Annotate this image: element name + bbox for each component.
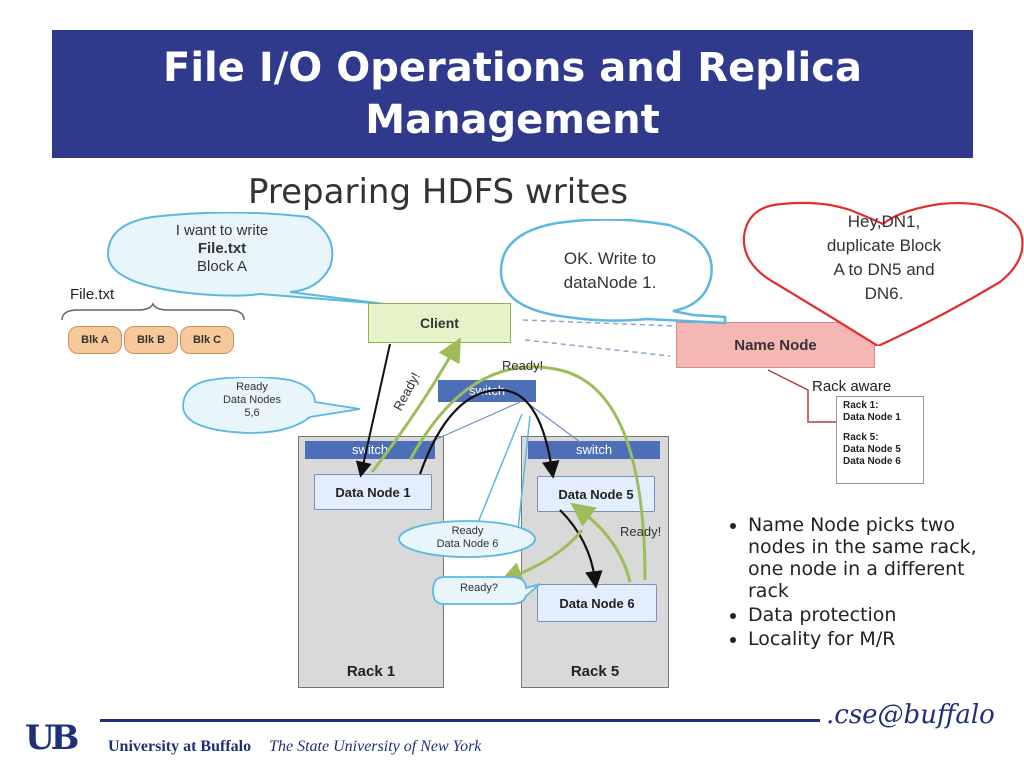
- cse-buffalo-logo: .cse@buffalo: [826, 700, 995, 730]
- want-write-text: I want to write File.txt Block A: [132, 222, 312, 276]
- footer-text: University at Buffalo The State Universi…: [108, 738, 481, 756]
- hey-text: Hey,DN1, duplicate Block A to DN5 and DN…: [790, 210, 978, 306]
- data-node-1: Data Node 1: [314, 474, 432, 510]
- ok-text: OK. Write to dataNode 1.: [520, 247, 700, 295]
- ready-dn-line3: 5,6: [244, 407, 260, 419]
- footer-university: University at Buffalo: [108, 738, 252, 755]
- ready-q-callout: [432, 576, 541, 605]
- ready-dn5-label: Ready!: [620, 524, 662, 539]
- ready-dn6-text: Ready Data Node 6: [405, 525, 530, 551]
- rack-aware-list: Rack 1: Data Node 1 Rack 5: Data Node 5 …: [836, 396, 924, 484]
- data-flow-arrows: [355, 337, 647, 589]
- hey-line4: DN6.: [864, 284, 904, 303]
- rack-aware-r5-title: Rack 5:: [843, 432, 879, 443]
- client-namenode-arrows: [522, 319, 676, 357]
- file-label: File.txt: [70, 286, 115, 303]
- block-b: Blk B: [124, 326, 178, 354]
- ready-dn-line2: Data Nodes: [222, 394, 282, 406]
- hey-heart-callout: [742, 201, 1024, 346]
- rack-aware-r1-node: Data Node 1: [843, 412, 901, 423]
- ub-logo: UB: [25, 718, 79, 758]
- block-a: Blk A: [68, 326, 122, 354]
- switch-rack1: switch: [305, 441, 435, 459]
- bullet-item: Locality for M/R: [748, 628, 998, 650]
- ready-dn6-callout: [398, 520, 536, 558]
- ready-dn6-line2: Data Node 6: [436, 538, 499, 550]
- rack-aware-r1-title: Rack 1:: [843, 400, 879, 411]
- footer-divider: [100, 719, 820, 722]
- client-node: Client: [368, 303, 511, 343]
- rack-aware-r5-node2: Data Node 6: [843, 456, 901, 467]
- want-write-line3: Block A: [196, 258, 248, 275]
- ok-line2: dataNode 1.: [563, 273, 657, 292]
- rack-aware-label: Rack aware: [812, 378, 892, 395]
- rack-aware-connector: [767, 369, 838, 423]
- ok-callout: [499, 219, 727, 325]
- rack-1-label: Rack 1: [346, 663, 396, 680]
- ready-dn6-line1: Ready: [451, 525, 484, 537]
- bullet-list: Name Node picks two nodes in the same ra…: [708, 514, 998, 652]
- ok-line1: OK. Write to: [563, 249, 657, 268]
- rack-aware-r5-node1: Data Node 5: [843, 444, 901, 455]
- want-write-line1: I want to write: [175, 222, 269, 239]
- hey-line1: Hey,DN1,: [847, 212, 921, 231]
- slide-title: File I/O Operations and Replica Manageme…: [163, 45, 862, 143]
- hey-line2: duplicate Block: [826, 236, 942, 255]
- title-bar: File I/O Operations and Replica Manageme…: [52, 30, 973, 158]
- data-node-6: Data Node 6: [537, 584, 657, 622]
- want-write-line2: File.txt: [197, 240, 247, 257]
- name-node: Name Node: [676, 322, 875, 368]
- ready-q-text: Ready?: [460, 582, 498, 594]
- rack-5-label: Rack 5: [570, 663, 620, 680]
- block-c: Blk C: [180, 326, 234, 354]
- footer-state-university: The State University of New York: [269, 738, 482, 755]
- bullet-item: Name Node picks two nodes in the same ra…: [748, 514, 998, 602]
- ready-dn-callout: [182, 377, 361, 434]
- ready-dn-text: Ready Data Nodes 5,6: [192, 381, 312, 420]
- bullet-item: Data protection: [748, 604, 998, 626]
- ready-dn-line1: Ready: [236, 381, 268, 393]
- ready-top-label: Ready!: [502, 358, 544, 373]
- diagram-heading: Preparing HDFS writes: [248, 172, 629, 212]
- file-brace: [61, 302, 245, 321]
- want-write-callout: [106, 212, 386, 305]
- hey-line3: A to DN5 and: [833, 260, 935, 279]
